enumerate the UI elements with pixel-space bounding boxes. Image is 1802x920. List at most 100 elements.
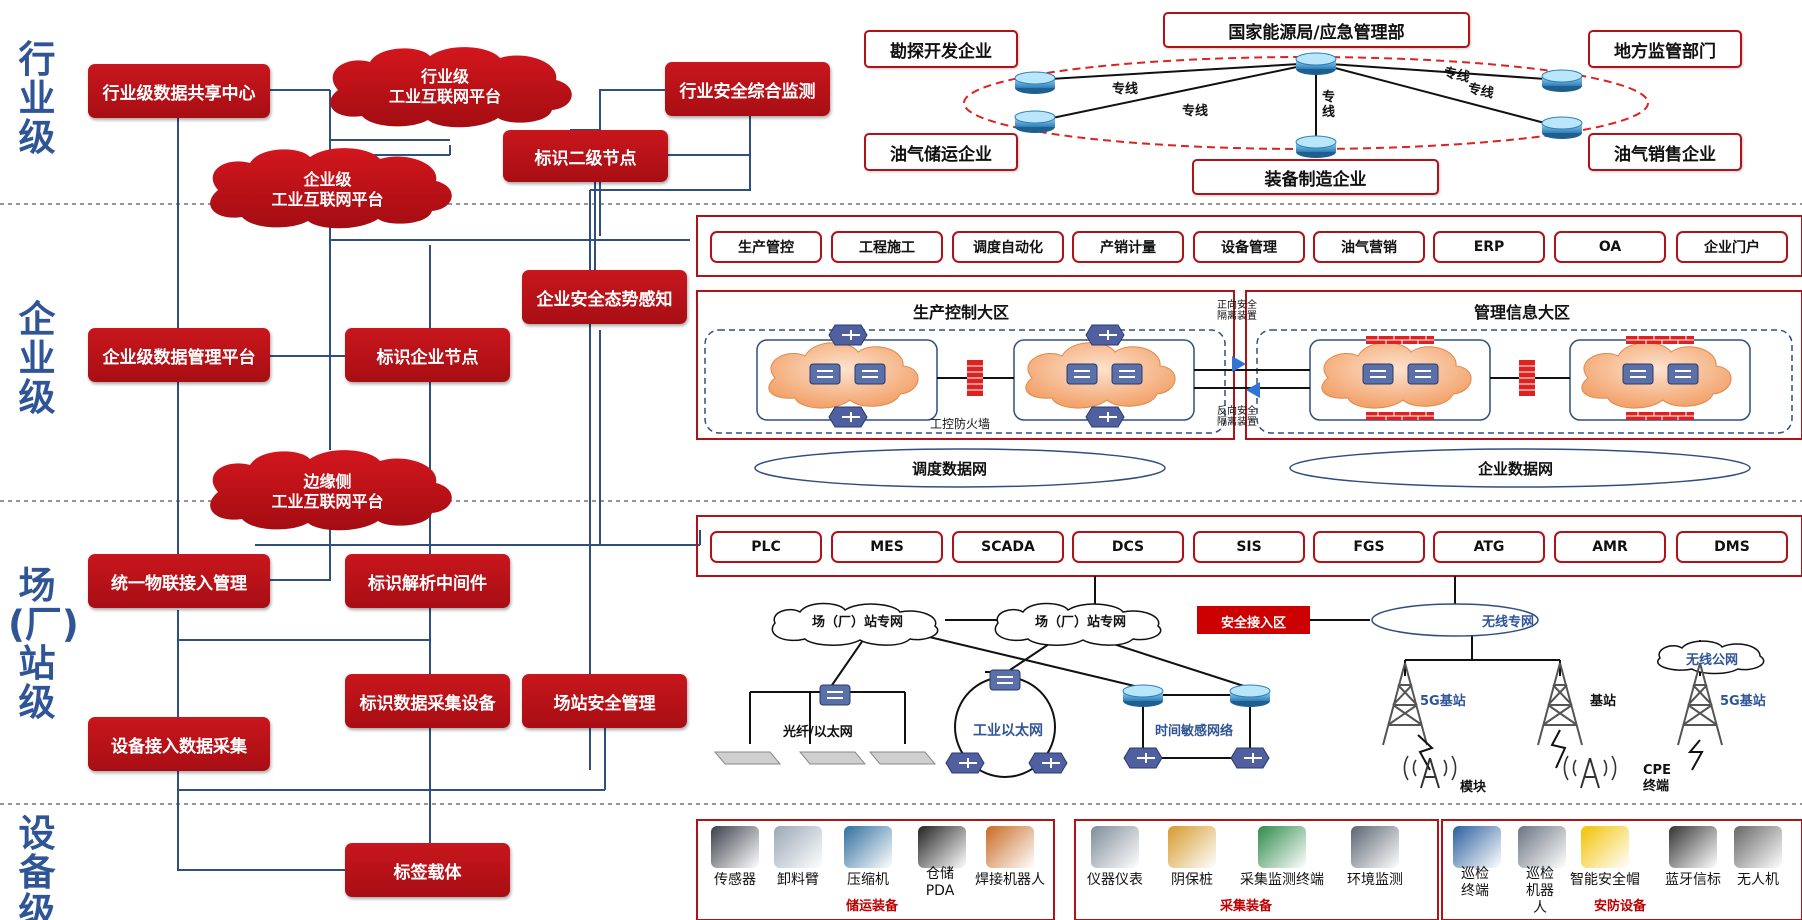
- storage-transport-box: 油气储运企业: [864, 133, 1018, 171]
- device-icon: [1518, 826, 1566, 868]
- zone-clouds: [754, 324, 1751, 488]
- level-label-device: 设备级: [18, 812, 56, 920]
- regulator-ring: [963, 52, 1649, 159]
- device-label: 无人机: [1737, 872, 1779, 888]
- device-icon: [844, 826, 892, 868]
- bs-label: 基站: [1590, 694, 1617, 709]
- cloud-line: 企业级: [303, 170, 352, 189]
- bs-5g-label-1: 5G基站: [1420, 694, 1466, 709]
- dedicated-line-label: 专线: [1322, 90, 1336, 120]
- private-net-label-1: 场（厂）站专网: [812, 615, 904, 630]
- module-label: 模块: [1460, 780, 1487, 795]
- id-resolution-middleware: 标识解析中间件: [345, 554, 510, 608]
- fiber-ethernet-label: 光纤/以太网: [783, 725, 853, 740]
- device-label: 仓储PDA: [925, 866, 955, 899]
- site-system-chip: FGS: [1313, 531, 1425, 563]
- industrial-ethernet-label: 工业以太网: [973, 723, 1043, 739]
- id-enterprise-node: 标识企业节点: [345, 328, 510, 382]
- device-icon: [711, 826, 759, 868]
- level-label-enterprise: 企业级: [18, 298, 56, 419]
- device-label: 环境监测: [1347, 872, 1403, 888]
- device-label: 仪器仪表: [1087, 872, 1143, 888]
- red-clouds: [210, 47, 572, 531]
- isolation-line: 正向安全: [1217, 300, 1257, 311]
- device-label: 巡检机器人: [1526, 866, 1554, 916]
- secure-access-zone: 安全接入区: [1220, 616, 1286, 631]
- industry-platform-cloud: 行业级 工业互联网平台: [365, 67, 525, 107]
- nea-box: 国家能源局/应急管理部: [1163, 12, 1470, 48]
- cloud-line: 工业互联网平台: [271, 492, 384, 511]
- private-net-label-2: 场（厂）站专网: [1035, 615, 1127, 630]
- sales-box: 油气销售企业: [1588, 133, 1742, 171]
- reverse-isolation-label: 反向安全 隔离装置: [1217, 406, 1257, 428]
- level-label-industry: 行业级: [18, 38, 56, 159]
- enterprise-platform-cloud: 企业级 工业互联网平台: [245, 170, 410, 210]
- device-icon: [1581, 826, 1629, 868]
- cloud-line: 边缘侧: [303, 472, 352, 491]
- site-system-chip: DMS: [1676, 531, 1788, 563]
- enterprise-app-chip: 调度自动化: [952, 231, 1064, 263]
- site-system-chip: SCADA: [952, 531, 1064, 563]
- device-icon: [1669, 826, 1717, 868]
- cpe-line: CPE: [1643, 763, 1671, 778]
- enterprise-app-chip: 产销计量: [1072, 231, 1184, 263]
- forward-isolation-label: 正向安全 隔离装置: [1217, 300, 1257, 322]
- group3-title: 安防设备: [1594, 899, 1647, 914]
- wireless-private-label: 无线专网: [1482, 615, 1535, 630]
- iot-access-mgmt: 统一物联接入管理: [88, 554, 270, 608]
- enterprise-app-chip: 企业门户: [1676, 231, 1788, 263]
- site-security-mgmt: 场站安全管理: [522, 674, 687, 728]
- device-icon: [1258, 826, 1306, 868]
- industry-data-center: 行业级数据共享中心: [88, 64, 270, 118]
- group2-title: 采集装备: [1220, 899, 1273, 914]
- device-icon: [1453, 826, 1501, 868]
- enterprise-app-chip: 生产管控: [710, 231, 822, 263]
- device-label: 压缩机: [847, 872, 889, 888]
- enterprise-app-chip: ERP: [1433, 231, 1545, 263]
- cloud-line: 工业互联网平台: [271, 190, 384, 209]
- level-label-site: 场(厂)站级: [8, 564, 79, 724]
- bs-5g-label-2: 5G基站: [1720, 694, 1766, 709]
- production-zone-title: 生产控制大区: [913, 303, 1010, 322]
- cpe-terminal-label: CPE 终端: [1643, 763, 1671, 795]
- site-system-chip: DCS: [1072, 531, 1184, 563]
- dispatch-network-label: 调度数据网: [912, 460, 988, 478]
- industry-security-monitor: 行业安全综合监测: [665, 62, 830, 116]
- isolation-line: 反向安全: [1217, 406, 1257, 417]
- exploration-box: 勘探开发企业: [864, 30, 1018, 68]
- device-label: 巡检终端: [1461, 866, 1489, 899]
- enterprise-network-label: 企业数据网: [1478, 460, 1554, 478]
- dedicated-line-label: 专线: [1112, 82, 1139, 97]
- device-label: 智能安全帽: [1570, 872, 1640, 888]
- site-system-chip: SIS: [1193, 531, 1305, 563]
- device-label: 阴保桩: [1171, 872, 1213, 888]
- cloud-line: 工业互联网平台: [388, 87, 501, 106]
- dedicated-line-label: 专线: [1182, 104, 1209, 119]
- device-label: 蓝牙信标: [1665, 872, 1721, 888]
- isolation-line: 隔离装置: [1217, 311, 1257, 322]
- site-system-chip: PLC: [710, 531, 822, 563]
- site-system-chip: ATG: [1433, 531, 1545, 563]
- enterprise-app-chip: 设备管理: [1193, 231, 1305, 263]
- enterprise-data-mgmt-platform: 企业级数据管理平台: [88, 328, 270, 382]
- equipment-mfg-box: 装备制造企业: [1192, 159, 1439, 195]
- enterprise-security-awareness: 企业安全态势感知: [522, 270, 687, 324]
- site-system-chip: AMR: [1554, 531, 1666, 563]
- group1-title: 储运装备: [846, 899, 899, 914]
- id-level2-node: 标识二级节点: [503, 130, 668, 182]
- id-data-collect-device: 标识数据采集设备: [345, 674, 510, 728]
- wireless-public-label: 无线公网: [1686, 653, 1739, 668]
- device-label: 传感器: [714, 872, 756, 888]
- tsn-label: 时间敏感网络: [1155, 724, 1234, 739]
- ics-firewall-label: 工控防火墙: [930, 417, 991, 431]
- enterprise-app-chip: 工程施工: [831, 231, 943, 263]
- device-label: 卸料臂: [777, 872, 819, 888]
- device-icon: [774, 826, 822, 868]
- device-icon: [1091, 826, 1139, 868]
- site-network: [713, 576, 1765, 789]
- device-data-collect: 设备接入数据采集: [88, 717, 270, 771]
- enterprise-app-chip: 油气营销: [1313, 231, 1425, 263]
- device-icon: [1168, 826, 1216, 868]
- tag-carrier: 标签载体: [345, 843, 510, 897]
